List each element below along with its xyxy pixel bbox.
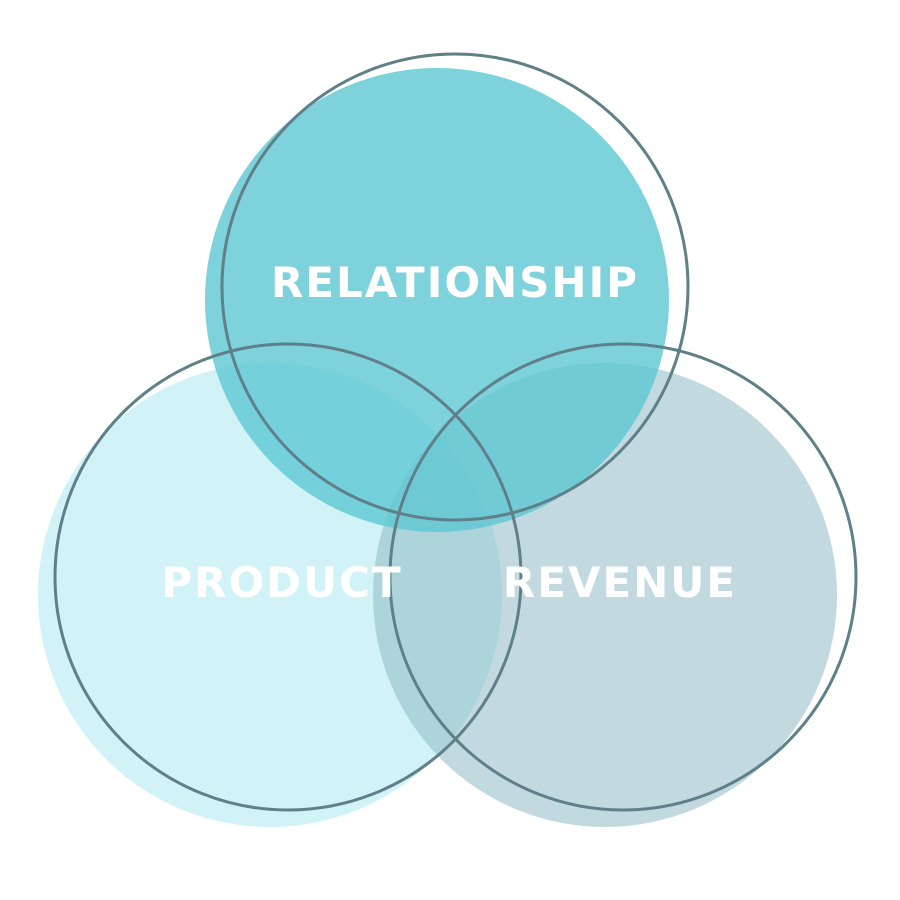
revenue-label: REVENUE xyxy=(503,558,737,607)
relationship-label: RELATIONSHIP xyxy=(271,258,639,307)
product-circle-outline xyxy=(53,342,523,812)
revenue-circle-outline xyxy=(388,342,858,812)
relationship-circle-fill xyxy=(205,68,669,532)
relationship-circle-outline xyxy=(220,52,690,522)
product-label: PRODUCT xyxy=(161,558,402,607)
